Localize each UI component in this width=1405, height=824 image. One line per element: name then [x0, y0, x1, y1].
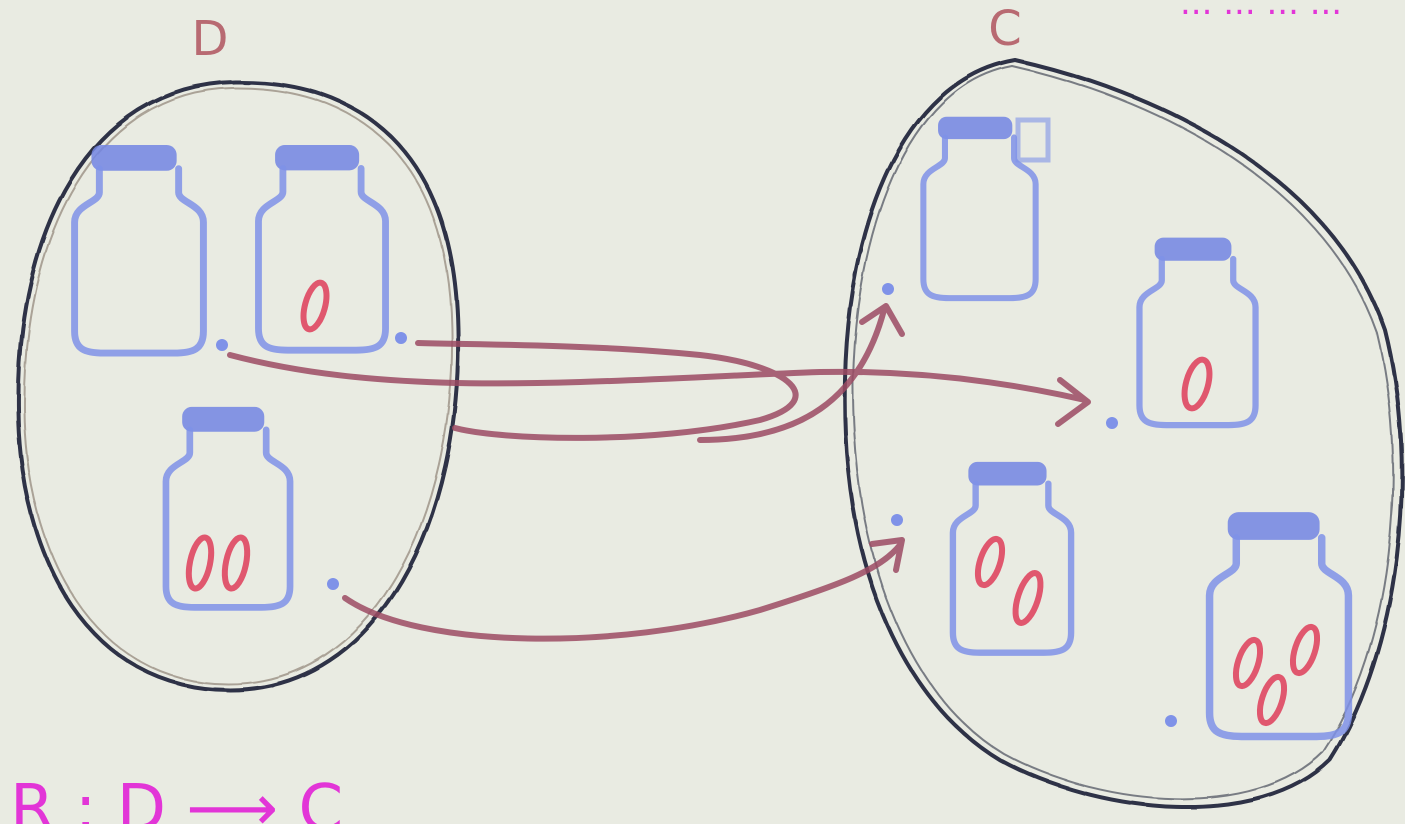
- seed: [185, 535, 215, 590]
- point-dot: [891, 514, 903, 526]
- set-label-d: D: [192, 11, 229, 67]
- seed: [1288, 624, 1322, 676]
- set-c-outline-echo: [853, 66, 1393, 799]
- seed: [973, 536, 1007, 588]
- seed: [1255, 674, 1289, 726]
- seed: [221, 535, 251, 590]
- right-jar-two-seeds: [891, 462, 1071, 653]
- point-dot: [1165, 715, 1177, 727]
- point-dot: [327, 578, 339, 590]
- point-dot: [882, 283, 894, 295]
- seed: [299, 280, 331, 332]
- arrowhead: [1058, 380, 1088, 424]
- seed: [1231, 637, 1265, 689]
- arrow-empty-to-one: [230, 355, 1085, 400]
- set-d-outline-echo: [24, 88, 452, 684]
- left-jar-empty: [75, 145, 228, 353]
- seed: [1180, 357, 1214, 411]
- arrow-one-to-empty: [418, 343, 796, 438]
- point-dot: [1106, 417, 1118, 429]
- top-text-fragment: ... ... ... ...: [1180, 0, 1342, 23]
- arrow-two-to-two: [345, 545, 900, 639]
- right-jar-one-seed: [1106, 238, 1256, 429]
- right-jar-three-seeds: [1165, 512, 1348, 736]
- point-dot: [216, 339, 228, 351]
- right-jar-empty: [882, 117, 1048, 298]
- seed: [1010, 570, 1045, 626]
- point-dot: [395, 332, 407, 344]
- relation-label: R : D ⟶ C: [10, 772, 343, 824]
- left-jar-two-seeds: [166, 407, 339, 607]
- left-jar-one-seed: [258, 145, 407, 350]
- set-label-c: C: [988, 1, 1022, 57]
